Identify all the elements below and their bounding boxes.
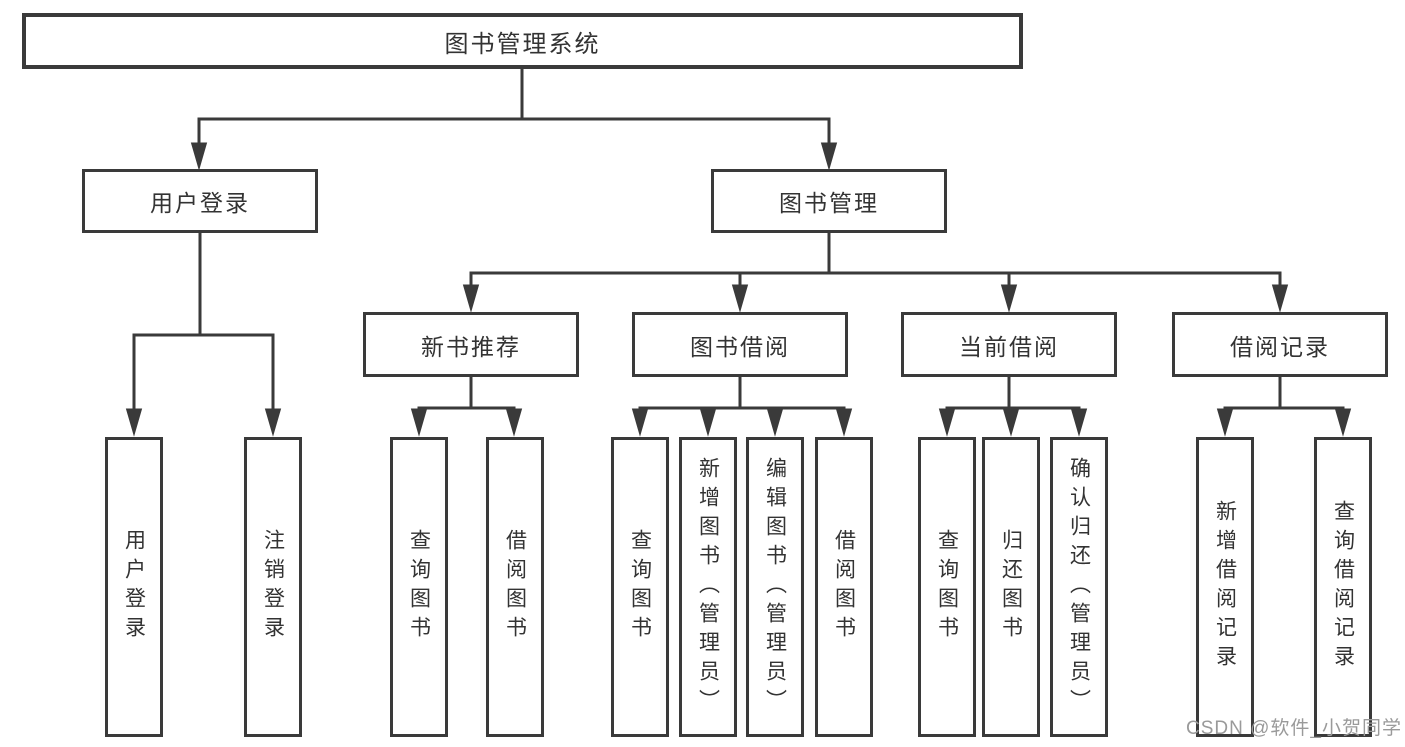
arrowhead bbox=[1070, 408, 1088, 437]
leaf-confirm-return-admin: 确认归还（管理员） bbox=[1050, 437, 1108, 737]
node-root-library-system: 图书管理系统 bbox=[22, 13, 1023, 69]
node-label: 借阅图书 bbox=[832, 529, 856, 645]
arrowhead bbox=[699, 408, 717, 437]
arrowhead bbox=[1271, 284, 1289, 313]
arrowhead bbox=[462, 284, 480, 313]
node-label: 用户登录 bbox=[122, 529, 146, 645]
arrowhead bbox=[410, 408, 428, 437]
node-label: 用户登录 bbox=[150, 190, 250, 216]
leaf-edit-book-admin: 编辑图书（管理员） bbox=[746, 437, 804, 737]
arrowhead bbox=[125, 408, 143, 437]
arrowhead bbox=[731, 284, 749, 313]
leaf-add-borrow-record: 新增借阅记录 bbox=[1196, 437, 1254, 737]
leaf-query-books-current: 查询图书 bbox=[918, 437, 976, 737]
leaf-query-books-borrow: 查询图书 bbox=[611, 437, 669, 737]
arrowhead bbox=[1334, 408, 1352, 437]
arrowhead bbox=[938, 408, 956, 437]
node-label: 归还图书 bbox=[999, 529, 1023, 645]
arrowhead bbox=[631, 408, 649, 437]
node-label: 借阅记录 bbox=[1230, 333, 1330, 360]
arrowhead bbox=[820, 142, 838, 171]
leaf-borrow-books: 借阅图书 bbox=[815, 437, 873, 737]
node-label: 编辑图书（管理员） bbox=[763, 456, 787, 718]
edge-records-rail bbox=[1223, 406, 1345, 414]
leaf-add-book-admin: 新增图书（管理员） bbox=[679, 437, 737, 737]
edge-level2-rail bbox=[197, 117, 831, 147]
node-book-borrow: 图书借阅 bbox=[632, 312, 848, 377]
arrowhead bbox=[766, 408, 784, 437]
edge-level3-rail bbox=[469, 271, 1282, 289]
node-label: 图书管理系统 bbox=[444, 30, 601, 58]
node-label: 查询借阅记录 bbox=[1331, 500, 1355, 674]
node-label: 查询图书 bbox=[935, 529, 959, 645]
node-label: 当前借阅 bbox=[959, 333, 1059, 360]
node-label: 图书管理 bbox=[779, 190, 879, 216]
leaf-borrow-books-recommend: 借阅图书 bbox=[486, 437, 544, 737]
leaf-user-login: 用户登录 bbox=[105, 437, 163, 737]
leaf-query-borrow-record: 查询借阅记录 bbox=[1314, 437, 1372, 737]
node-current-borrow: 当前借阅 bbox=[901, 312, 1117, 377]
arrowhead bbox=[190, 142, 208, 171]
arrowhead bbox=[835, 408, 853, 437]
node-label: 借阅图书 bbox=[503, 529, 527, 645]
node-label: 查询图书 bbox=[628, 529, 652, 645]
arrowhead bbox=[1216, 408, 1234, 437]
node-label: 图书借阅 bbox=[690, 333, 790, 360]
node-label: 注销登录 bbox=[261, 529, 285, 645]
leaf-query-books-recommend: 查询图书 bbox=[390, 437, 448, 737]
node-label: 新增图书（管理员） bbox=[696, 456, 720, 718]
leaf-return-books: 归还图书 bbox=[982, 437, 1040, 737]
edge-recommend-rail bbox=[417, 406, 516, 414]
node-label: 新增借阅记录 bbox=[1213, 500, 1237, 674]
node-label: 确认归还（管理员） bbox=[1067, 456, 1091, 718]
node-borrow-records: 借阅记录 bbox=[1172, 312, 1388, 377]
watermark: CSDN @软件_小贺同学 bbox=[1186, 718, 1402, 739]
arrowhead bbox=[1000, 284, 1018, 313]
edge-login-rail bbox=[132, 333, 275, 412]
arrowheads bbox=[125, 142, 1352, 437]
node-user-login: 用户登录 bbox=[82, 169, 318, 233]
node-label: 查询图书 bbox=[407, 529, 431, 645]
node-new-book-recommend: 新书推荐 bbox=[363, 312, 579, 377]
arrowhead bbox=[264, 408, 282, 437]
edge-borrow-rail bbox=[638, 406, 846, 414]
node-label: 新书推荐 bbox=[421, 333, 521, 360]
arrowhead bbox=[1002, 408, 1020, 437]
leaf-logout: 注销登录 bbox=[244, 437, 302, 737]
arrowhead bbox=[505, 408, 523, 437]
node-book-management: 图书管理 bbox=[711, 169, 947, 233]
